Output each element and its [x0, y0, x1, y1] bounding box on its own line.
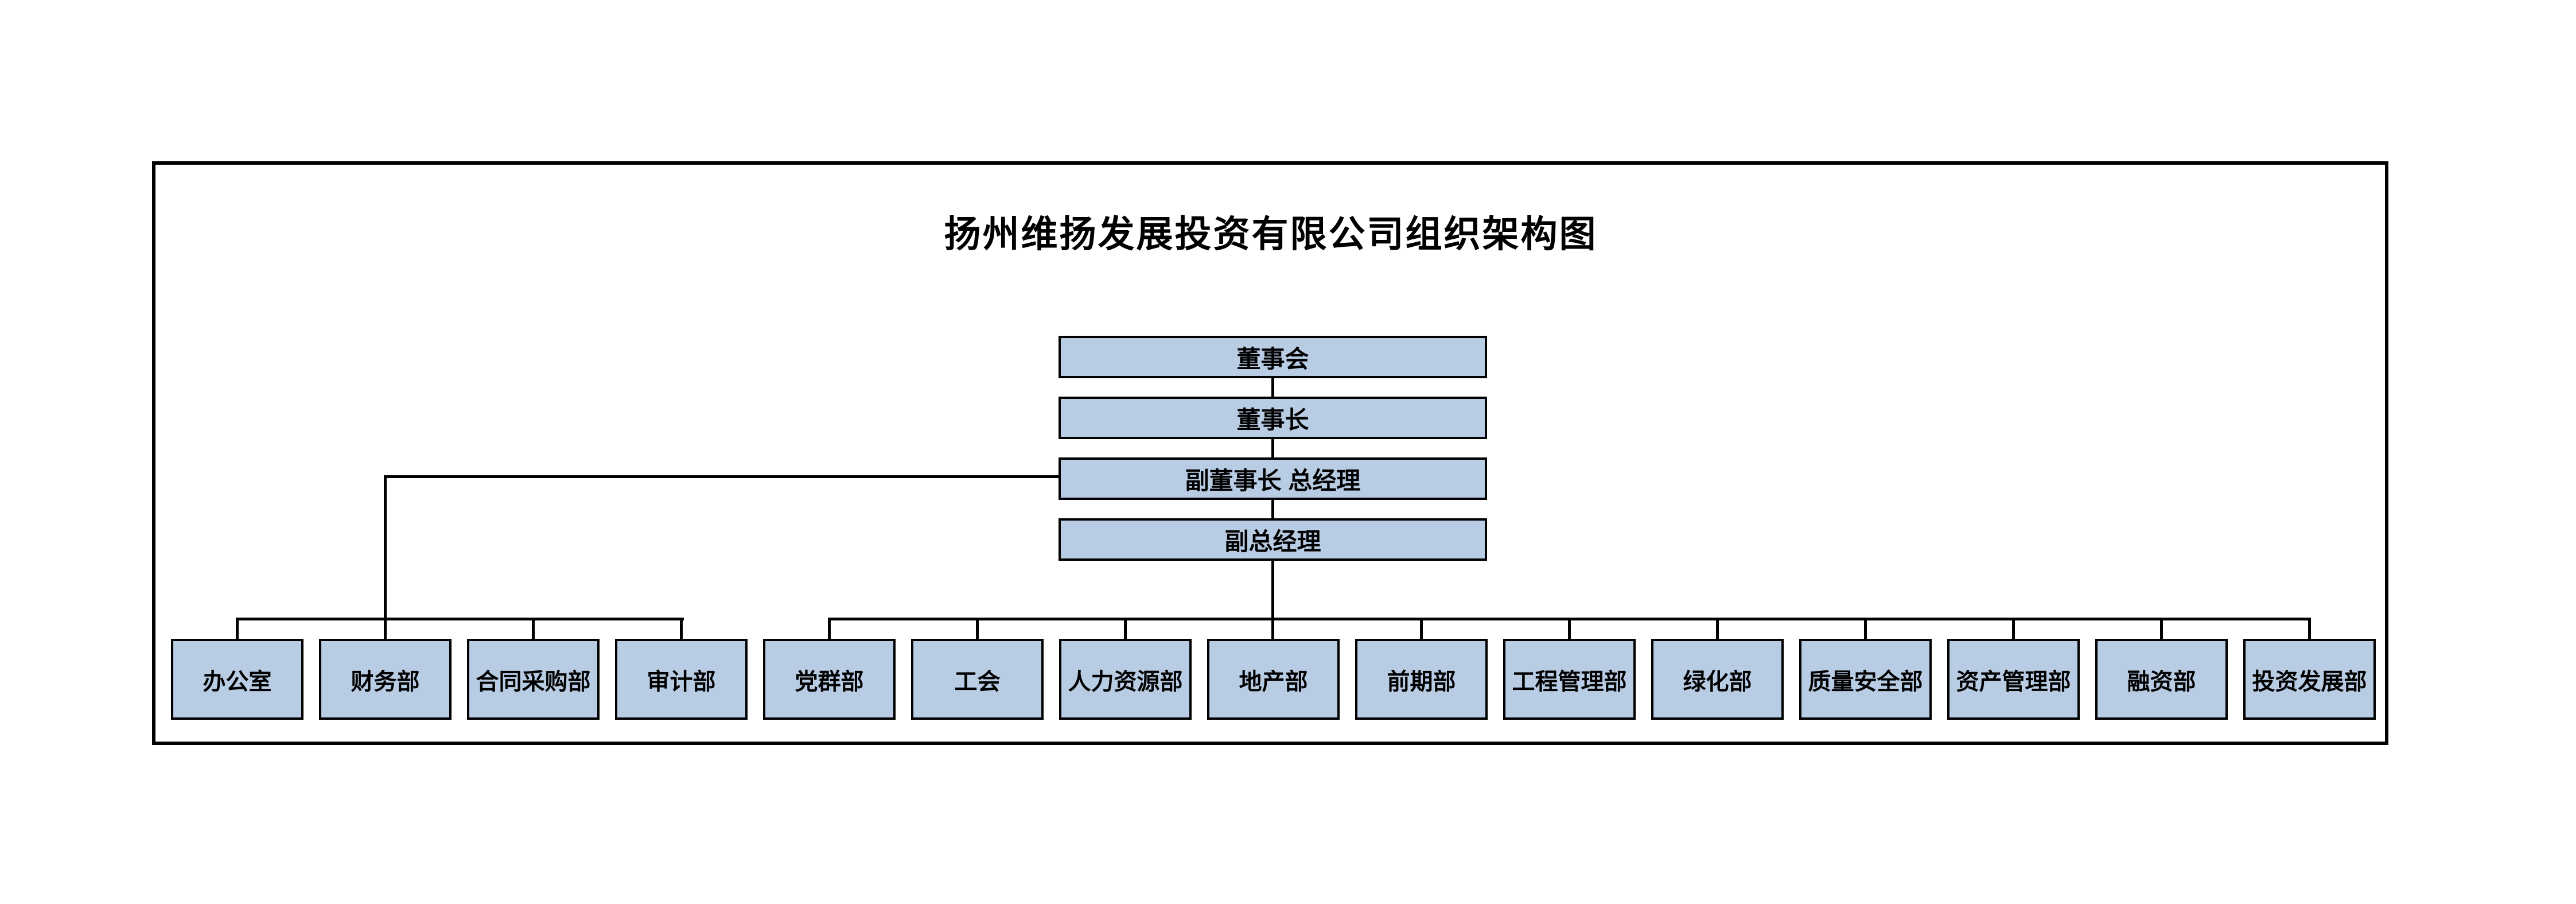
dept-box-quality-safety: 质量安全部	[1799, 639, 1932, 720]
drop-hr	[1124, 618, 1127, 639]
dept-box-engineering-mgmt: 工程管理部	[1503, 639, 1636, 720]
dept-box-asset-mgmt: 资产管理部	[1947, 639, 2080, 720]
connector-leftbranch-vertical	[384, 475, 387, 639]
org-box-label: 董事会	[1236, 345, 1309, 373]
dept-box-finance: 财务部	[319, 639, 452, 720]
rail-left-group	[236, 618, 684, 620]
drop-labor-union	[976, 618, 979, 639]
dept-label: 办公室	[203, 669, 272, 695]
dept-label: 人力资源部	[1068, 669, 1183, 695]
org-box-label: 董事长	[1236, 406, 1309, 433]
org-box-label: 副总经理	[1224, 527, 1321, 555]
dept-label: 工程管理部	[1512, 669, 1627, 695]
drop-financing	[2160, 618, 2163, 639]
dept-box-office: 办公室	[171, 639, 303, 720]
org-box-deputy-general-manager: 副总经理	[1059, 518, 1487, 561]
dept-box-investment-dev: 投资发展部	[2243, 639, 2376, 720]
drop-contract-procurement	[532, 618, 535, 639]
connector-vicechairman-deputygm	[1271, 498, 1274, 521]
dept-label: 地产部	[1239, 669, 1308, 695]
dept-label: 党群部	[795, 669, 864, 695]
dept-label: 质量安全部	[1808, 669, 1923, 695]
dept-box-greening: 绿化部	[1651, 639, 1784, 720]
dept-box-audit: 审计部	[615, 639, 748, 720]
dept-label: 投资发展部	[2252, 669, 2367, 695]
dept-label: 财务部	[351, 669, 420, 695]
dept-box-preliminary: 前期部	[1355, 639, 1488, 720]
org-box-board-of-directors: 董事会	[1059, 336, 1487, 378]
connector-board-chairman	[1271, 376, 1274, 399]
drop-asset-mgmt	[2012, 618, 2015, 639]
dept-label: 资产管理部	[1956, 669, 2071, 695]
drop-engineering-mgmt	[1568, 618, 1571, 639]
org-box-label: 副董事长 总经理	[1185, 467, 1361, 494]
drop-office	[236, 618, 239, 639]
dept-label: 合同采购部	[476, 669, 591, 695]
dept-label: 前期部	[1387, 669, 1456, 695]
dept-label: 审计部	[647, 669, 716, 695]
drop-investment-dev	[2308, 618, 2311, 639]
connector-deputygm-to-rail	[1271, 558, 1274, 639]
org-box-chairman: 董事长	[1059, 397, 1487, 439]
drop-party-masses	[828, 618, 831, 639]
org-box-vice-chairman-general-manager: 副董事长 总经理	[1059, 457, 1487, 500]
connector-leftbranch-horizontal	[384, 475, 1059, 478]
dept-box-hr: 人力资源部	[1059, 639, 1192, 720]
dept-box-contract-procurement: 合同采购部	[467, 639, 600, 720]
drop-audit	[680, 618, 683, 639]
dept-label: 绿化部	[1683, 669, 1752, 695]
dept-box-real-estate: 地产部	[1207, 639, 1340, 720]
org-chart-frame	[152, 161, 2388, 745]
connector-chairman-vicechairman	[1271, 437, 1274, 460]
drop-preliminary	[1420, 618, 1423, 639]
dept-box-labor-union: 工会	[911, 639, 1044, 720]
drop-greening	[1716, 618, 1719, 639]
dept-box-party-masses: 党群部	[763, 639, 896, 720]
dept-label: 工会	[954, 669, 1001, 695]
page-title: 扬州维扬发展投资有限公司组织架构图	[944, 214, 1598, 255]
dept-box-financing: 融资部	[2095, 639, 2228, 720]
drop-quality-safety	[1864, 618, 1867, 639]
dept-label: 融资部	[2127, 669, 2196, 695]
